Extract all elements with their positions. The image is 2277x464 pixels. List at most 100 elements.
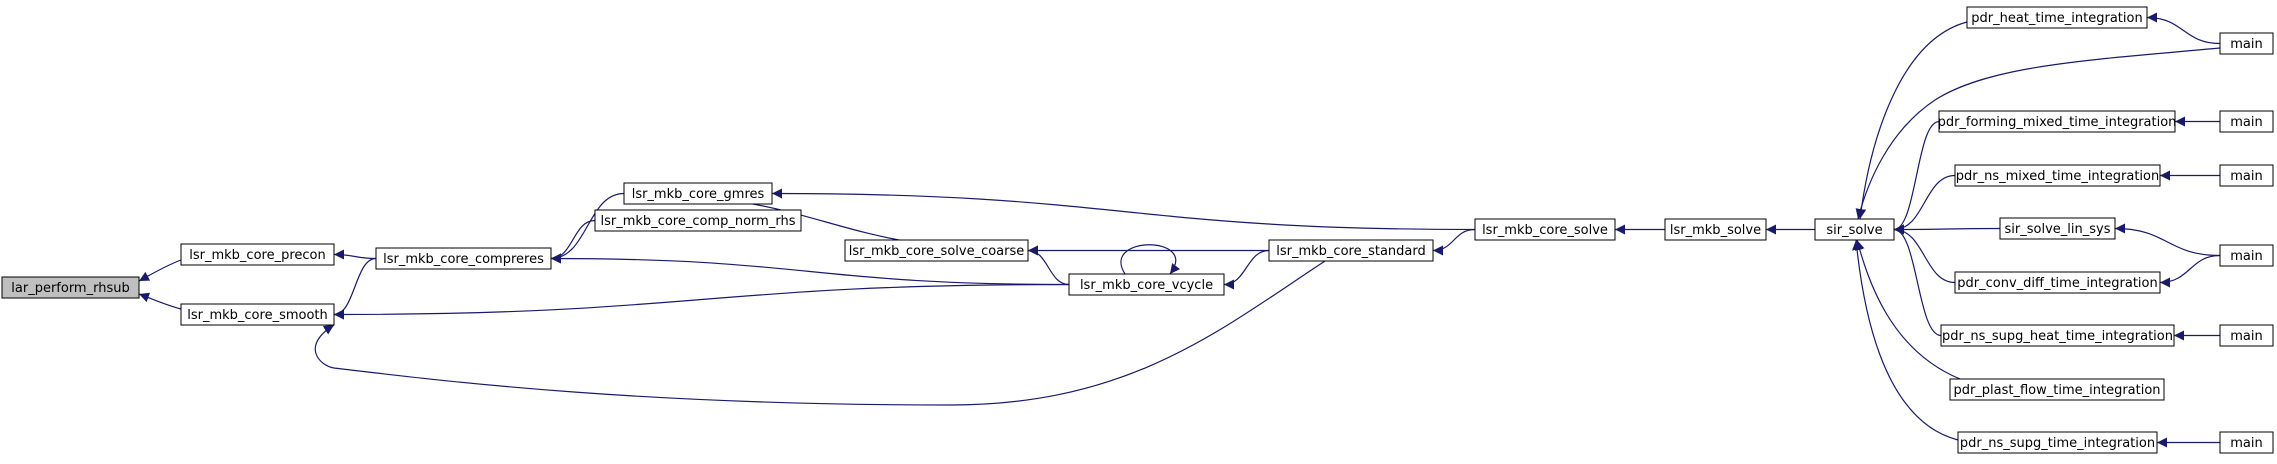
node-box xyxy=(2219,324,2274,347)
node-label: main xyxy=(2230,169,2262,184)
node-label: lsr_mkb_core_gmres xyxy=(632,187,765,202)
edge-lsr_mkb_core_compreres-to-lsr_mkb_core_smooth xyxy=(333,257,377,320)
node-box xyxy=(2219,244,2274,267)
node-box xyxy=(844,239,1029,262)
edge-lsr_mkb_core_vcycle-to-lsr_mkb_core_compreres xyxy=(550,253,1070,286)
node-label: lsr_mkb_core_smooth xyxy=(187,308,328,323)
edge-main_4-to-sir_solve_lin_sys xyxy=(2114,223,2221,257)
node-main_4[interactable]: main xyxy=(2219,244,2274,267)
node-box xyxy=(180,303,335,326)
node-label: lsr_mkb_core_precon xyxy=(189,248,325,263)
node-main_6[interactable]: main xyxy=(2219,431,2274,454)
node-box xyxy=(623,182,773,205)
node-pdr_heat_time_integration[interactable]: pdr_heat_time_integration xyxy=(1966,6,2148,29)
node-label: lsr_mkb_core_solve_coarse xyxy=(849,244,1025,259)
node-label: lar_perform_rhsub xyxy=(11,281,129,296)
node-box xyxy=(180,243,335,266)
node-box xyxy=(1957,431,2158,454)
node-box xyxy=(2219,431,2274,454)
edge-main_4-to-pdr_conv_diff_time_integration xyxy=(2159,254,2221,288)
node-box xyxy=(1268,239,1434,262)
node-pdr_ns_supg_heat_time_integration[interactable]: pdr_ns_supg_heat_time_integration xyxy=(1940,324,2175,347)
node-main_3[interactable]: main xyxy=(2219,164,2274,187)
node-pdr_conv_diff_time_integration[interactable]: pdr_conv_diff_time_integration xyxy=(1954,271,2161,294)
edge-main_1-to-pdr_heat_time_integration xyxy=(2146,12,2221,45)
edge-pdr_heat_time_integration-to-sir_solve xyxy=(1856,21,1968,220)
edge-lsr_mkb_core_solve-to-lsr_mkb_core_standard xyxy=(1432,228,1476,256)
node-box xyxy=(1954,271,2161,294)
node-main_5[interactable]: main xyxy=(2219,324,2274,347)
edge-layer xyxy=(138,12,2221,448)
edge-pdr_plast_flow_time_integration-to-sir_solve xyxy=(1854,239,1961,380)
node-box xyxy=(1664,218,1767,241)
node-pdr_ns_supg_time_integration[interactable]: pdr_ns_supg_time_integration xyxy=(1957,431,2158,454)
node-box xyxy=(1966,6,2148,29)
node-label: lsr_mkb_solve xyxy=(1670,223,1761,238)
node-box xyxy=(1954,164,2161,187)
edge-lsr_mkb_core_standard-to-lsr_mkb_core_vcycle xyxy=(1223,249,1270,290)
node-box xyxy=(1814,218,1895,241)
node-label: pdr_conv_diff_time_integration xyxy=(1957,276,2157,291)
node-main_2[interactable]: main xyxy=(2219,110,2274,133)
node-label: pdr_ns_supg_time_integration xyxy=(1960,436,2155,451)
node-pdr_plast_flow_time_integration[interactable]: pdr_plast_flow_time_integration xyxy=(1949,378,2165,401)
node-pdr_ns_mixed_time_integration[interactable]: pdr_ns_mixed_time_integration xyxy=(1954,164,2161,187)
node-lsr_mkb_core_gmres[interactable]: lsr_mkb_core_gmres xyxy=(623,182,773,205)
node-main_1[interactable]: main xyxy=(2219,32,2274,55)
node-label: main xyxy=(2230,37,2262,52)
edge-pdr_forming_mixed_time_integration-to-sir_solve xyxy=(1893,120,1940,235)
node-sir_solve_lin_sys[interactable]: sir_solve_lin_sys xyxy=(1999,217,2116,240)
edge-lsr_mkb_core_vcycle-to-lsr_mkb_core_smooth xyxy=(333,283,1070,320)
node-lsr_mkb_solve[interactable]: lsr_mkb_solve xyxy=(1664,218,1767,241)
node-lsr_mkb_core_smooth[interactable]: lsr_mkb_core_smooth xyxy=(180,303,335,326)
node-box xyxy=(375,247,552,270)
node-label: pdr_ns_supg_heat_time_integration xyxy=(1942,329,2173,344)
node-label: main xyxy=(2230,329,2262,344)
edge-sir_solve_lin_sys-to-sir_solve xyxy=(1893,224,2001,235)
edge-pdr_ns_supg_time_integration-to-sir_solve xyxy=(1852,239,1959,441)
node-label: pdr_heat_time_integration xyxy=(1971,11,2142,26)
node-lsr_mkb_core_standard[interactable]: lsr_mkb_core_standard xyxy=(1268,239,1434,262)
node-lsr_mkb_core_precon[interactable]: lsr_mkb_core_precon xyxy=(180,243,335,266)
node-label: lsr_mkb_core_vcycle xyxy=(1080,278,1213,293)
edge-lsr_mkb_core_vcycle-to-lsr_mkb_core_solve_coarse xyxy=(1027,245,1070,286)
node-box xyxy=(1068,273,1225,296)
edge-lsr_mkb_core_gmres-to-lsr_mkb_core_compreres xyxy=(550,192,625,264)
node-pdr_forming_mixed_time_integration[interactable]: pdr_forming_mixed_time_integration xyxy=(1938,110,2177,133)
node-box xyxy=(1949,378,2165,401)
node-label: pdr_ns_mixed_time_integration xyxy=(1956,169,2159,184)
node-label: sir_solve xyxy=(1826,223,1882,238)
node-lsr_mkb_core_solve_coarse[interactable]: lsr_mkb_core_solve_coarse xyxy=(844,239,1029,262)
edge-lsr_mkb_core_standard-to-lsr_mkb_core_smooth xyxy=(314,260,1326,406)
node-box xyxy=(1999,217,2116,240)
node-lsr_mkb_core_vcycle[interactable]: lsr_mkb_core_vcycle xyxy=(1068,273,1225,296)
node-lsr_mkb_core_comp_norm_rhs[interactable]: lsr_mkb_core_comp_norm_rhs xyxy=(594,209,802,232)
node-box xyxy=(1,276,140,299)
node-label: main xyxy=(2230,115,2262,130)
node-lar_perform_rhsub[interactable]: lar_perform_rhsub xyxy=(1,276,140,299)
node-label: lsr_mkb_core_standard xyxy=(1276,244,1426,259)
node-box xyxy=(594,209,802,232)
edge-pdr_conv_diff_time_integration-to-sir_solve xyxy=(1893,224,1956,284)
node-label: lsr_mkb_core_compreres xyxy=(383,252,544,267)
edge-lsr_mkb_core_compreres-to-lsr_mkb_core_precon xyxy=(333,249,377,260)
node-label: lsr_mkb_core_comp_norm_rhs xyxy=(601,214,796,229)
node-box xyxy=(1940,324,2175,347)
node-label: pdr_forming_mixed_time_integration xyxy=(1938,115,2177,130)
node-label: main xyxy=(2230,249,2262,264)
node-layer: lar_perform_rhsub lsr_mkb_core_precon lsr_… xyxy=(1,6,2274,454)
node-box xyxy=(1938,110,2176,133)
node-lsr_mkb_core_solve[interactable]: lsr_mkb_core_solve xyxy=(1474,218,1616,241)
node-sir_solve[interactable]: sir_solve xyxy=(1814,218,1895,241)
node-box xyxy=(2219,164,2274,187)
node-label: main xyxy=(2230,436,2262,451)
node-lsr_mkb_core_compreres[interactable]: lsr_mkb_core_compreres xyxy=(375,247,552,270)
edge-lsr_mkb_core_precon-to-lar_perform_rhsub xyxy=(138,259,182,282)
edge-lsr_mkb_core_vcycle-to-lsr_mkb_core_vcycle xyxy=(1120,244,1181,275)
edge-lsr_mkb_core_solve-to-lsr_mkb_core_gmres xyxy=(771,188,1476,231)
node-box xyxy=(2219,32,2274,55)
edge-lsr_mkb_core_smooth-to-lar_perform_rhsub xyxy=(138,292,182,310)
edge-main_1-to-sir_solve xyxy=(1855,47,2221,220)
node-label: sir_solve_lin_sys xyxy=(2005,222,2111,237)
